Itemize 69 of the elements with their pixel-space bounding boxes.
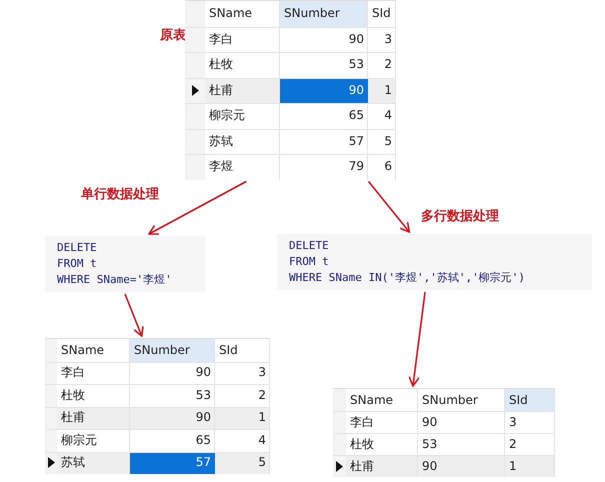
table-value: 杜牧 xyxy=(209,58,233,70)
table-value: 5 xyxy=(384,134,392,147)
table-value: 柳宗元 xyxy=(209,109,245,122)
code-line: DELETE xyxy=(289,238,330,254)
edge-label: 单行数据处理 xyxy=(80,185,160,203)
table-value: 65 xyxy=(196,434,211,446)
table-value: 5 xyxy=(258,456,266,468)
table-value: 57 xyxy=(196,456,211,468)
table-title: 原表 xyxy=(159,26,187,44)
table-value: 53 xyxy=(348,58,364,70)
table-value: 李煜 xyxy=(209,160,233,172)
data-table xyxy=(185,0,396,180)
code-line: WHERE SName='李煜' xyxy=(57,272,173,288)
column-header: SName xyxy=(209,7,252,20)
table-value: 苏轼 xyxy=(209,134,233,147)
code-line: DELETE xyxy=(57,240,98,256)
table-value: 1 xyxy=(258,411,266,424)
table-value: 90 xyxy=(196,366,211,378)
table-value: 杜牧 xyxy=(350,438,374,450)
table-value: 4 xyxy=(258,434,266,446)
table-value: 3 xyxy=(509,416,517,428)
table-value: 3 xyxy=(384,32,392,45)
table-value: 79 xyxy=(348,160,364,172)
table-value: 李白 xyxy=(209,32,233,45)
arrow xyxy=(408,292,426,387)
table-value: 6 xyxy=(384,160,392,172)
data-table xyxy=(333,388,555,477)
arrow xyxy=(368,181,410,233)
table-value: 53 xyxy=(196,388,211,401)
code-block xyxy=(277,234,592,290)
code-block xyxy=(45,236,205,292)
table-value: 3 xyxy=(258,366,266,378)
table-value: 90 xyxy=(348,32,364,45)
column-header: SId xyxy=(219,344,238,356)
table-value: 杜甫 xyxy=(61,411,85,424)
column-header: SNumber xyxy=(422,394,478,406)
column-header: SId xyxy=(509,394,528,406)
table-value: 杜甫 xyxy=(350,460,374,472)
table-value: 李白 xyxy=(350,416,374,428)
table-value: 1 xyxy=(509,460,517,472)
arrow xyxy=(148,180,247,235)
code-line: FROM t xyxy=(57,256,98,272)
table-value: 柳宗元 xyxy=(61,434,97,446)
table-value: 90 xyxy=(196,411,211,424)
table-value: 杜牧 xyxy=(61,388,85,401)
table-value: 4 xyxy=(384,109,392,122)
table-value: 2 xyxy=(258,388,266,401)
data-table xyxy=(45,338,270,474)
table-value: 1 xyxy=(384,84,392,96)
table-value: 李白 xyxy=(61,366,85,378)
column-header: SName xyxy=(350,394,394,406)
table-value: 90 xyxy=(422,460,438,472)
table-value: 57 xyxy=(348,134,364,147)
column-header: SNumber xyxy=(284,7,340,20)
column-header: SNumber xyxy=(134,344,190,356)
table-value: 90 xyxy=(422,416,438,428)
column-header: SName xyxy=(61,344,104,356)
table-value: 2 xyxy=(509,438,517,450)
table-value: 苏轼 xyxy=(61,456,85,468)
table-value: 90 xyxy=(348,84,364,96)
table-value: 2 xyxy=(384,58,392,70)
edge-label: 多行数据处理 xyxy=(420,207,500,225)
table-value: 65 xyxy=(348,109,364,122)
code-line: FROM t xyxy=(289,254,330,270)
table-value: 杜甫 xyxy=(209,84,233,96)
column-header: SId xyxy=(372,7,391,20)
arrow xyxy=(124,294,144,337)
table-value: 53 xyxy=(422,438,438,450)
code-line: WHERE SName IN('李煜','苏轼','柳宗元') xyxy=(289,270,526,286)
